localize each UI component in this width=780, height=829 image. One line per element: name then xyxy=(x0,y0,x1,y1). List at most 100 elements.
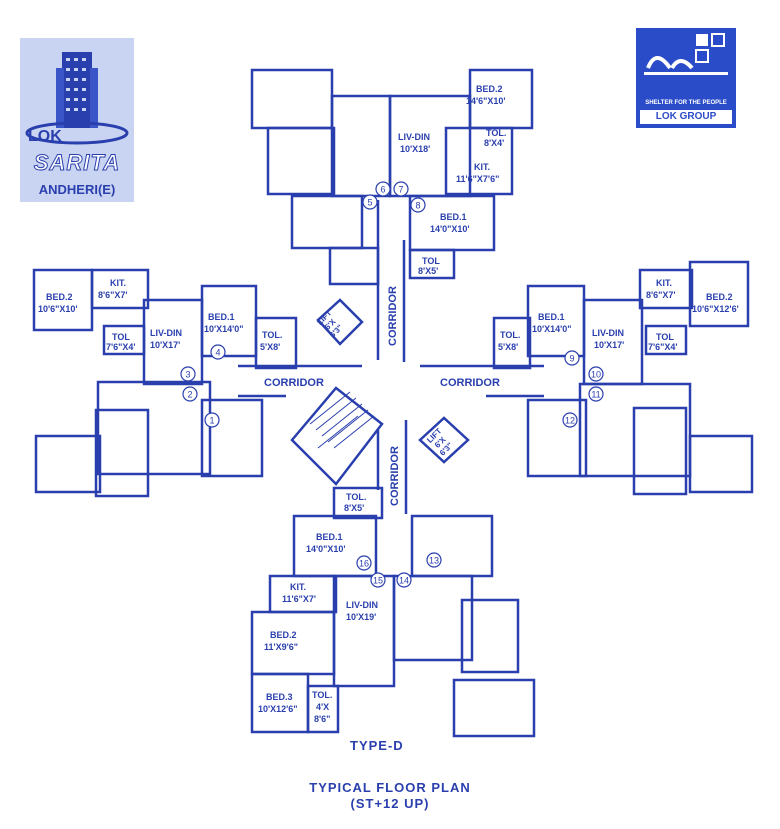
unit-marker-circle xyxy=(410,197,426,213)
unit-number-15: 15 xyxy=(373,576,383,586)
s-tol3-size-b: 8'6" xyxy=(314,714,330,724)
plan-walls xyxy=(32,68,754,738)
s-livdin-size: 10'X19' xyxy=(346,612,376,622)
unit-number-1: 1 xyxy=(209,416,214,426)
unit-marker-circle xyxy=(588,386,604,402)
n-kit-title: KIT. xyxy=(474,162,490,172)
n-bed2-title: BED.2 xyxy=(476,84,503,94)
e-bed2-size: 10'6"X12'6' xyxy=(692,304,739,314)
corridor-east: CORRIDOR xyxy=(440,377,500,389)
unit-marker-circle xyxy=(426,552,442,568)
building-icon: LOK xyxy=(25,52,129,145)
s-kit-size: 11'6"X7' xyxy=(282,594,316,604)
unit-marker-circle xyxy=(180,366,196,382)
unit-number-6: 6 xyxy=(380,185,385,195)
group-name: LOK GROUP xyxy=(640,110,732,124)
s-bed3-size: 10'X12'6" xyxy=(258,704,298,714)
unit-number-10: 10 xyxy=(591,370,601,380)
tagline: SHELTER FOR THE PEOPLE xyxy=(645,100,727,106)
s-tol3-size-a: 4'X xyxy=(316,702,329,712)
unit-number-2: 2 xyxy=(187,390,192,400)
unit-marker-circle xyxy=(204,412,220,428)
w-bed2-size: 10'6"X10' xyxy=(38,304,78,314)
w-tol-size: 7'6"X4' xyxy=(106,342,136,352)
corridor-west: CORRIDOR xyxy=(264,377,324,389)
sarita-logo: LOK SARITA ANDHERI(E) xyxy=(20,38,134,202)
w-livdin-title: LIV-DIN xyxy=(150,328,182,338)
corridor-south: CORRIDOR xyxy=(389,446,401,506)
unit-number-5: 5 xyxy=(367,198,372,208)
location-label: ANDHERI(E) xyxy=(38,182,116,197)
e-bed2-title: BED.2 xyxy=(706,292,733,302)
unit-marker-circle xyxy=(370,572,386,588)
brand-name: SARITA xyxy=(33,150,121,176)
s-livdin-title: LIV-DIN xyxy=(346,600,378,610)
n-bed2-size: 14'6"X10' xyxy=(466,96,506,106)
s-tol-title: TOL. xyxy=(346,492,366,502)
lok-wordmark: LOK xyxy=(28,128,62,145)
stair-treads xyxy=(309,391,375,449)
s-bed1-size: 14'0"X10' xyxy=(306,544,346,554)
unit-marker-circle xyxy=(562,412,578,428)
unit-marker-circle xyxy=(210,344,226,360)
unit-marker-circle xyxy=(356,555,372,571)
w-kit-title: KIT. xyxy=(110,278,126,288)
n-livdin-title: LIV-DIN xyxy=(398,132,430,142)
unit-number-11: 11 xyxy=(591,390,600,400)
w-kit-size: 8'6"X7' xyxy=(98,290,128,300)
unit-marker-circle xyxy=(375,181,391,197)
n-tol2-title: TOL xyxy=(422,256,440,266)
s-bed1-title: BED.1 xyxy=(316,532,343,542)
e-tol-title: TOL xyxy=(656,332,674,342)
unit-number-7: 7 xyxy=(398,185,403,195)
unit-marker-circle xyxy=(362,194,378,210)
e-tol2-title: TOL. xyxy=(500,330,520,340)
w-livdin-size: 10'X17' xyxy=(150,340,180,350)
plan-subtitle: (ST+12 UP) xyxy=(350,796,430,811)
corridor-labels: CORRIDOR CORRIDOR CORRIDOR CORRIDOR xyxy=(264,286,500,506)
e-kit-size: 8'6"X7' xyxy=(646,290,676,300)
e-livdin-size: 10'X17' xyxy=(594,340,624,350)
unit-number-12: 12 xyxy=(565,416,575,426)
s-tol3-title: TOL. xyxy=(312,690,332,700)
unit-number-3: 3 xyxy=(185,370,190,380)
n-tol-title: TOL. xyxy=(486,128,506,138)
s-bed2-size: 11'X9'6" xyxy=(264,642,298,652)
unit-number-9: 9 xyxy=(569,354,574,364)
room-labels: BED.2 14'6"X10' LIV-DIN 10'X18' TOL. 8'X… xyxy=(38,84,739,724)
w-tol2-title: TOL. xyxy=(262,330,282,340)
e-bed1-title: BED.1 xyxy=(538,312,565,322)
e-bed1-size: 10'X14'0" xyxy=(532,324,572,334)
w-bed2-title: BED.2 xyxy=(46,292,73,302)
unit-number-13: 13 xyxy=(429,556,439,566)
lok-emblem-icon xyxy=(644,33,728,75)
e-tol2-size: 5'X8' xyxy=(498,342,518,352)
unit-number-14: 14 xyxy=(399,576,409,586)
unit-number-8: 8 xyxy=(415,201,420,211)
w-bed1-title: BED.1 xyxy=(208,312,235,322)
n-bed1-size: 14'0"X10' xyxy=(430,224,470,234)
unit-number-16: 16 xyxy=(359,559,369,569)
unit-marker-circle xyxy=(396,572,412,588)
unit-marker-circle xyxy=(393,181,409,197)
s-bed2-title: BED.2 xyxy=(270,630,297,640)
type-label: TYPE-D xyxy=(350,738,404,753)
plan-title: TYPICAL FLOOR PLAN xyxy=(309,780,471,795)
n-tol2-size: 8'X5' xyxy=(418,266,438,276)
e-kit-title: KIT. xyxy=(656,278,672,288)
n-bed1-title: BED.1 xyxy=(440,212,467,222)
s-bed3-title: BED.3 xyxy=(266,692,293,702)
unit-number-4: 4 xyxy=(215,348,220,358)
n-tol-size: 8'X4' xyxy=(484,138,504,148)
w-tol2-size: 5'X8' xyxy=(260,342,280,352)
unit-marker-circle xyxy=(588,366,604,382)
e-livdin-title: LIV-DIN xyxy=(592,328,624,338)
s-kit-title: KIT. xyxy=(290,582,306,592)
n-kit-size: 11'6"X7'6" xyxy=(456,174,499,184)
e-tol-size: 7'6"X4' xyxy=(648,342,678,352)
n-livdin-size: 10'X18' xyxy=(400,144,430,154)
lok-group-logo: SHELTER FOR THE PEOPLE LOK GROUP xyxy=(636,28,736,128)
w-tol-title: TOL xyxy=(112,332,130,342)
